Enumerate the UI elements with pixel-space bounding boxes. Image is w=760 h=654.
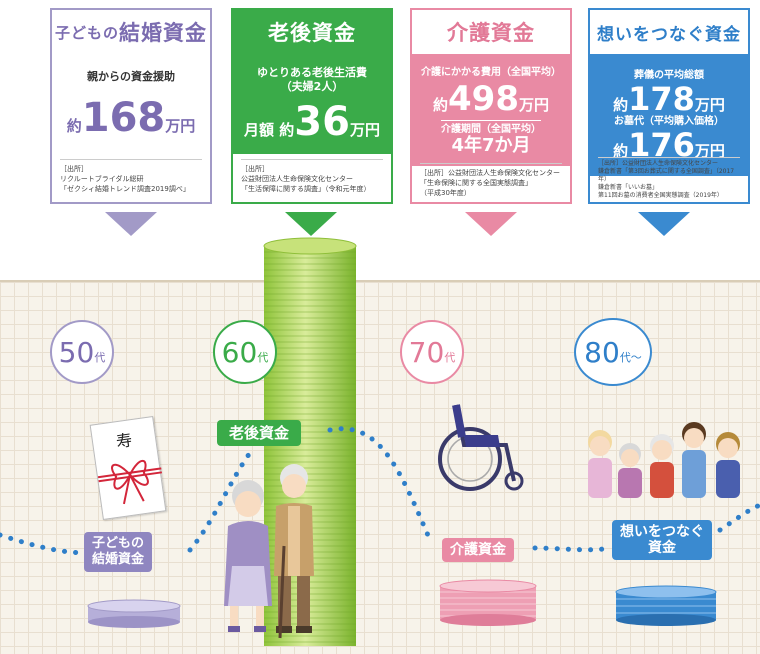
source-line: ［出所］ (60, 165, 88, 173)
card-amount: 約168万円 (67, 98, 196, 138)
amount-number: 178 (628, 80, 695, 118)
card-title-highlight: 結婚資金 (119, 21, 207, 45)
age-suffix: 代 (257, 351, 269, 364)
wheelchair-icon (438, 404, 524, 491)
source-line: 「ゼクシィ結婚トレンド調査2019調べ」 (60, 185, 190, 193)
card-amount: 約498万円 (433, 82, 549, 116)
amount-prefix: 約 (613, 142, 629, 160)
age-number: 50 (58, 335, 95, 369)
label-child-wedding: 子どもの 結婚資金 (84, 532, 153, 572)
amount-number: 498 (448, 78, 519, 119)
amount-number: 168 (81, 95, 166, 141)
card-subtitle-2: お墓代（平均購入価格） (614, 116, 724, 127)
label-line: 想いをつなぐ (620, 524, 704, 540)
age-suffix: 代 (444, 351, 456, 364)
arrow-down-icon (105, 212, 157, 236)
card-subtitle: 葬儀の平均総額 (634, 70, 704, 81)
card-nursing-care: 介護資金 介護にかかる費用（全国平均） 約498万円 介護期間（全国平均） 4年… (410, 8, 572, 204)
amount-prefix: 約 (613, 96, 629, 114)
elderly-couple-icon (224, 464, 314, 639)
coin-stack-pink-icon (439, 579, 537, 626)
card-subtitle-2: （夫婦2人） (280, 80, 344, 93)
card-subtitle: 介護にかかる費用（全国平均） (421, 66, 561, 78)
card-source: ［出所］公益財団法人生命保険文化センター 「生命保険に関する全国実態調査」 （平… (420, 163, 562, 198)
label-line: 資金 (648, 540, 676, 556)
family-icon (588, 422, 740, 498)
label-legacy: 想いをつなぐ 資金 (612, 520, 712, 560)
age-suffix: 代～ (619, 351, 642, 364)
card-title: 想いをつなぐ資金 (590, 10, 748, 54)
source-line: ［出所］公益財団法人生命保険文化センター (598, 160, 719, 167)
label-line: 結婚資金 (92, 552, 145, 567)
card-child-wedding: 子どもの結婚資金 親からの資金援助 約168万円 ［出所］ リクルートブライダル… (50, 8, 212, 204)
age-number: 70 (408, 335, 445, 369)
amount-number: 36 (294, 99, 350, 145)
source-line: 鎌倉新書「第3回お葬式に関する全国調査」（2017年） (598, 168, 735, 183)
card-retirement: 老後資金 ゆとりある老後生活費 （夫婦2人） 月額 約36万円 ［出所］ 公益財… (231, 8, 393, 204)
label-retirement: 老後資金 (217, 420, 302, 446)
label-care: 介護資金 (442, 538, 514, 562)
coin-stack-blue-icon (615, 585, 717, 626)
age-suffix: 代 (94, 351, 106, 364)
age-number: 60 (221, 335, 258, 369)
arrow-down-icon (465, 212, 517, 236)
source-line: 第11回お墓の消費者全国実態調査（2019年） (598, 192, 723, 199)
label-line: 介護資金 (450, 542, 506, 558)
source-line: ［出所］ (241, 165, 269, 173)
source-line: ［出所］公益財団法人生命保険文化センター (420, 169, 560, 177)
card-source: ［出所］ 公益財団法人生命保険文化センター 「生活保障に関する調査」（令和元年度… (241, 159, 383, 194)
card-title: 介護資金 (412, 10, 570, 54)
care-period: 4年7か月 (451, 134, 531, 156)
card-source: ［出所］公益財団法人生命保険文化センター 鎌倉新書「第3回お葬式に関する全国調査… (598, 157, 740, 200)
gift-envelope-icon: 寿 (89, 416, 167, 520)
source-line: 公益財団法人生命保険文化センター (241, 175, 353, 183)
source-line: 鎌倉新書「いいお墓」 (598, 184, 659, 191)
source-line: リクルートブライダル総研 (60, 175, 144, 183)
amount-number: 176 (628, 126, 695, 164)
amount-prefix: 月額 約 (244, 121, 295, 139)
card-amount: 月額 約36万円 (244, 102, 380, 142)
age-number: 80 (584, 335, 620, 369)
arrow-down-icon (285, 212, 337, 236)
source-line: 「生命保険に関する全国実態調査」 (420, 179, 532, 187)
amount-unit: 万円 (165, 117, 196, 135)
source-line: 「生活保障に関する調査」（令和元年度） (241, 185, 371, 193)
card-title: 子どもの結婚資金 (52, 10, 210, 54)
amount-unit: 万円 (694, 142, 725, 160)
card-subtitle: ゆとりある老後生活費 (257, 66, 367, 79)
label-line: 子どもの (92, 536, 145, 551)
amount-unit: 万円 (518, 95, 549, 114)
amount-prefix: 約 (432, 95, 448, 114)
amount-unit: 万円 (694, 96, 725, 114)
amount-unit: 万円 (349, 121, 380, 139)
card-subtitle-2: 介護期間（全国平均） (441, 119, 541, 137)
card-title: 老後資金 (233, 10, 391, 54)
label-line: 老後資金 (229, 424, 290, 442)
card-legacy: 想いをつなぐ資金 葬儀の平均総額 約178万円 お墓代（平均購入価格） 約176… (588, 8, 750, 204)
source-line: （平成30年度） (420, 189, 471, 197)
card-source: ［出所］ リクルートブライダル総研 「ゼクシィ結婚トレンド調査2019調べ」 (60, 159, 202, 194)
card-title-pre: 子どもの (54, 23, 119, 42)
card-amount-grave: 約176万円 (613, 129, 725, 161)
amount-prefix: 約 (66, 117, 82, 135)
card-subtitle: 親からの資金援助 (87, 70, 175, 83)
arrow-down-icon (638, 212, 690, 236)
card-amount-funeral: 約178万円 (613, 83, 725, 115)
coin-stack-purple-icon (87, 599, 181, 628)
